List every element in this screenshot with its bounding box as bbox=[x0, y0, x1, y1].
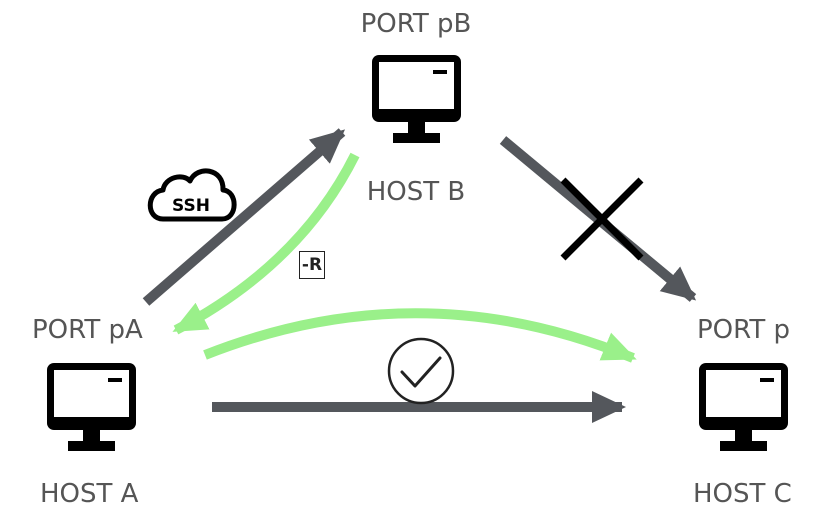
cross-icon bbox=[560, 177, 644, 261]
ssh-connection-arrow bbox=[142, 128, 346, 306]
host-c-label: HOST C bbox=[693, 479, 792, 509]
reverse-flag-label: -R bbox=[299, 251, 325, 279]
host-b-label: HOST B bbox=[366, 177, 466, 207]
host-a-label: HOST A bbox=[40, 479, 139, 509]
monitor-icon bbox=[47, 363, 136, 451]
ssh-cloud-label: SSH bbox=[172, 196, 210, 216]
reverse-tunnel-arrow bbox=[172, 152, 360, 335]
monitor-icon bbox=[372, 55, 461, 143]
tunneled-connection-arrow bbox=[203, 308, 637, 363]
ssh-cloud-icon: SSH bbox=[147, 168, 237, 222]
check-circle-icon bbox=[387, 337, 455, 405]
port-pa-label: PORT pA bbox=[32, 315, 143, 345]
port-pb-label: PORT pB bbox=[360, 9, 472, 39]
port-p-label: PORT p bbox=[697, 315, 790, 345]
monitor-icon bbox=[699, 363, 788, 451]
